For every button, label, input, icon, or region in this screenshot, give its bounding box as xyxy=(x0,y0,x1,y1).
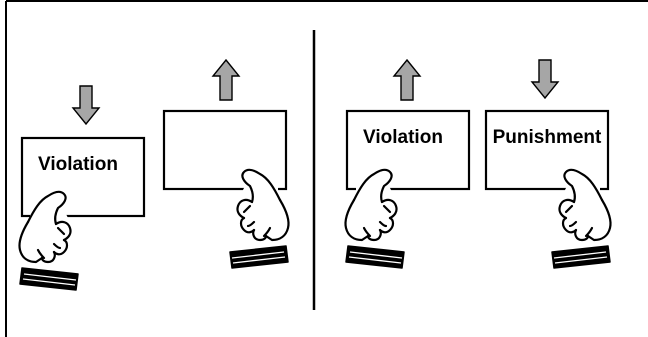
right-panel: Violation Punishment xyxy=(345,60,610,268)
up-arrow-icon xyxy=(213,60,239,100)
card-label: Punishment xyxy=(493,127,602,148)
right-panel-card-punishment: Punishment xyxy=(486,60,611,268)
card-label: Violation xyxy=(38,154,118,175)
down-arrow-icon xyxy=(532,60,558,98)
right-panel-card-violation: Violation xyxy=(345,60,469,268)
left-panel-card-blank xyxy=(164,60,289,268)
card-label: Violation xyxy=(363,127,443,148)
down-arrow-icon xyxy=(73,86,99,124)
up-arrow-icon xyxy=(394,60,420,100)
left-panel-card-violation: Violation xyxy=(19,86,144,290)
left-panel: Violation xyxy=(19,60,288,290)
